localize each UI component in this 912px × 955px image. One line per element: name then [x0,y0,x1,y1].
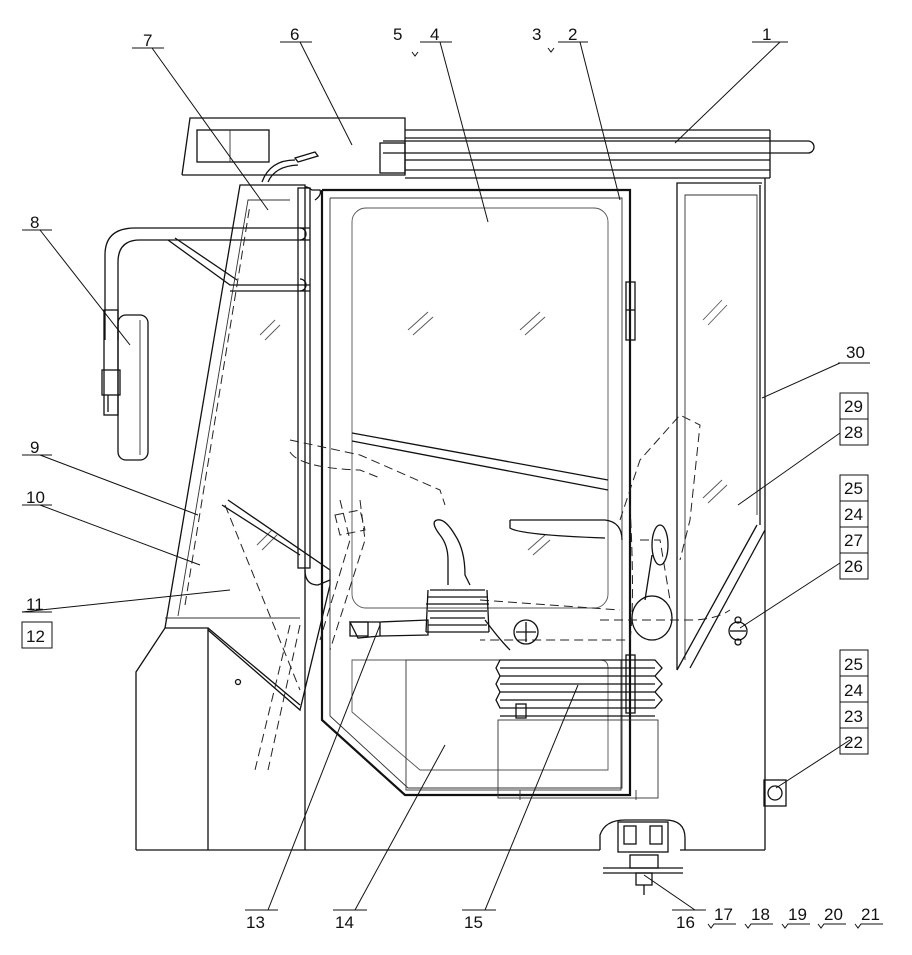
callout-16: 16 [676,913,695,932]
side-panel [207,499,331,771]
callout-29: 29 [844,397,863,416]
callout-6: 6 [290,25,299,44]
joystick [348,519,539,651]
callout-14: 14 [335,913,354,932]
callout-24-upper: 24 [844,505,863,524]
callout-13: 13 [246,913,265,932]
callout-26: 26 [844,557,863,576]
callout-25-upper: 25 [844,479,863,498]
callout-3: 3 [532,25,541,44]
callout-8: 8 [30,213,39,232]
callout-19: 19 [788,905,807,924]
rear-mirror [101,227,310,461]
roof-rail [383,129,815,179]
leader-lines [21,41,870,911]
callout-2: 2 [568,25,577,44]
callout-20: 20 [824,905,843,924]
callout-12: 12 [26,627,45,646]
cab-outline [135,178,766,851]
callout-22: 22 [844,733,863,752]
callout-18: 18 [751,905,770,924]
callout-27: 27 [844,531,863,550]
roof-console [181,117,406,183]
mount [599,819,686,895]
callout-9: 9 [30,438,39,457]
callout-17: 17 [714,905,733,924]
callout-ticks [411,47,883,929]
callout-24-lower: 24 [844,681,863,700]
interior-dashed [289,414,731,651]
callout-1: 1 [762,25,771,44]
callout-labels: 1 2 3 4 5 6 7 8 9 10 11 12 13 14 15 16 1… [26,25,880,932]
side-window [676,182,787,807]
callout-28: 28 [844,423,863,442]
callout-25-lower: 25 [844,655,863,674]
callout-30: 30 [846,343,865,362]
callout-23: 23 [844,707,863,726]
door [297,186,636,797]
callout-7: 7 [143,31,152,50]
callout-21: 21 [861,905,880,924]
callout-4: 4 [430,25,439,44]
bellows [405,659,663,800]
front-glass [184,204,281,606]
callout-boxes [21,392,869,755]
callout-5: 5 [393,25,402,44]
callout-10: 10 [26,488,45,507]
callout-11: 11 [26,595,44,614]
callout-15: 15 [464,913,483,932]
